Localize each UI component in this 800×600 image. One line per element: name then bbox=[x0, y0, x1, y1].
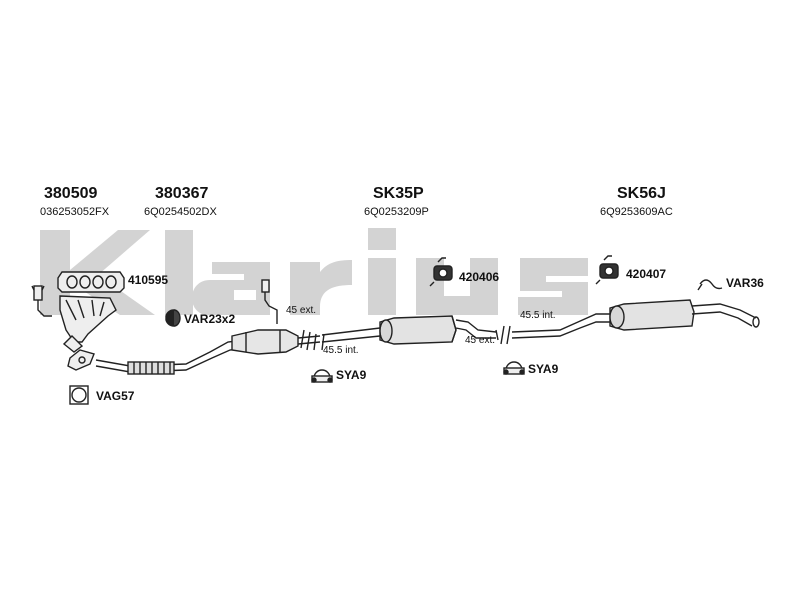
o2-sensor-icon[interactable] bbox=[261, 279, 278, 324]
hanger-bracket-icon[interactable] bbox=[429, 257, 453, 287]
hanger-bracket-icon[interactable] bbox=[595, 255, 619, 285]
catalytic-converter-icon[interactable] bbox=[231, 329, 321, 355]
part-label-var36[interactable]: VAR36 bbox=[726, 276, 764, 290]
measure-45-5-int-left: 45.5 int. bbox=[323, 345, 359, 356]
centre-silencer-icon[interactable] bbox=[379, 315, 457, 345]
rear-silencer-icon[interactable] bbox=[609, 299, 760, 331]
part-label-420407[interactable]: 420407 bbox=[626, 267, 667, 281]
measure-45-ext-left: 45 ext. bbox=[286, 305, 317, 316]
pipe-hook-icon[interactable] bbox=[697, 279, 723, 291]
intermediate-pipe[interactable] bbox=[313, 327, 381, 351]
clamp-icon[interactable] bbox=[503, 361, 525, 375]
o2-sensor-icon[interactable] bbox=[31, 285, 52, 317]
manifold-gasket-icon[interactable] bbox=[57, 271, 125, 293]
gasket-ring-icon[interactable] bbox=[69, 385, 89, 405]
part-label-vag57[interactable]: VAG57 bbox=[96, 389, 135, 403]
part-label-410595[interactable]: 410595 bbox=[128, 273, 169, 287]
part-label-420406[interactable]: 420406 bbox=[459, 270, 500, 284]
rear-connecting-pipe[interactable] bbox=[455, 313, 610, 345]
group-code-1: 380509 bbox=[44, 185, 98, 202]
group-ref-2: 6Q0254502DX bbox=[144, 206, 217, 218]
front-pipe[interactable] bbox=[95, 339, 245, 375]
measure-45-5-int-right: 45.5 int. bbox=[520, 310, 556, 321]
rubber-mount-icon[interactable] bbox=[165, 309, 181, 327]
pipe-joint-icon bbox=[300, 329, 311, 351]
exhaust-manifold-icon[interactable] bbox=[59, 295, 117, 353]
measure-45-ext-right: 45 ext. bbox=[465, 335, 496, 346]
group-code-3: SK35P bbox=[373, 185, 424, 202]
group-ref-4: 6Q9253609AC bbox=[600, 206, 673, 218]
group-ref-1: 036253052FX bbox=[40, 206, 110, 218]
part-label-sya9-left[interactable]: SYA9 bbox=[336, 368, 367, 382]
clamp-icon[interactable] bbox=[311, 369, 333, 383]
group-ref-3: 6Q0253209P bbox=[364, 206, 429, 218]
flange-gasket-icon[interactable] bbox=[67, 349, 95, 371]
group-code-2: 380367 bbox=[155, 185, 209, 202]
part-label-sya9-right[interactable]: SYA9 bbox=[528, 362, 559, 376]
group-code-4: SK56J bbox=[617, 185, 666, 202]
part-label-var23x2[interactable]: VAR23x2 bbox=[184, 312, 236, 326]
